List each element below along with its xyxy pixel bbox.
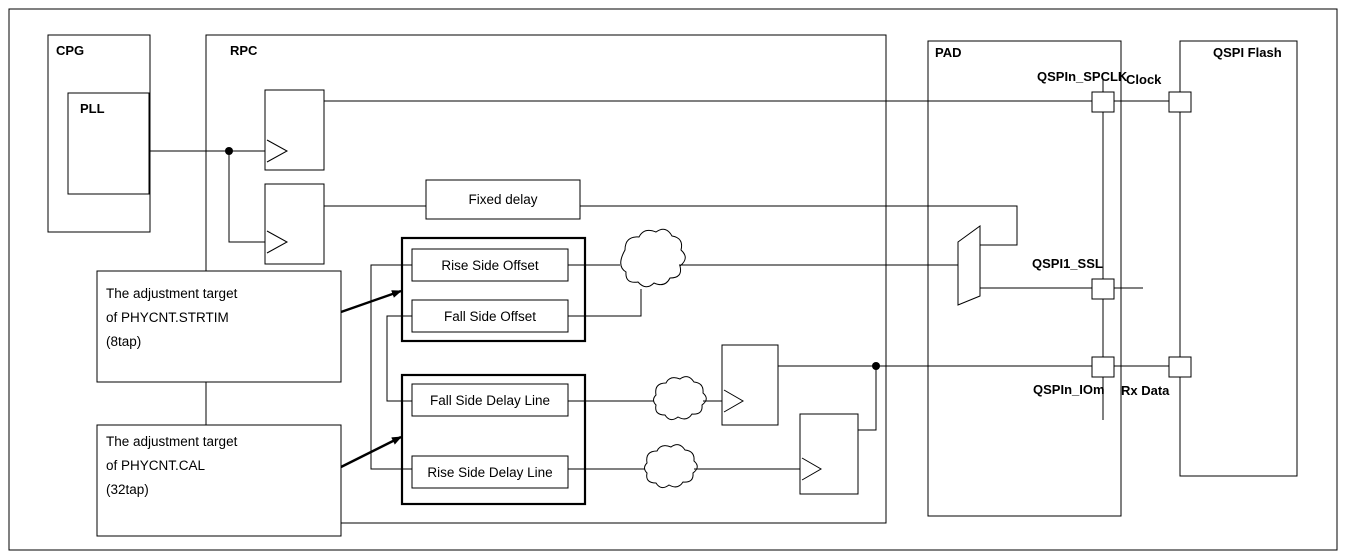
flipflop-fall-capture xyxy=(721,344,779,426)
outer-frame xyxy=(8,8,1338,551)
rise-side-offset-label: Rise Side Offset xyxy=(441,258,539,273)
fall-side-delay-line-label: Fall Side Delay Line xyxy=(430,393,550,408)
clock-label: Clock xyxy=(1126,72,1162,87)
clock-branch-wire xyxy=(228,151,267,243)
cpg-label: CPG xyxy=(56,43,84,58)
flipflop-ssl xyxy=(264,183,325,265)
rise-delay-cloud-icon xyxy=(644,444,698,489)
cal-note-line3: (32tap) xyxy=(106,482,149,497)
rpc-label: RPC xyxy=(230,43,258,58)
fixed-delay-output-wire xyxy=(580,205,1018,246)
strtim-note-line3: (8tap) xyxy=(106,334,141,349)
strtim-note-line2: of PHYCNT.STRTIM xyxy=(106,310,229,325)
flipflop-clock xyxy=(264,89,325,171)
mux-icon xyxy=(957,225,981,306)
cal-note-line2: of PHYCNT.CAL xyxy=(106,458,206,473)
fall-delay-cloud-icon xyxy=(653,376,707,421)
flash-pad-rxdata xyxy=(1168,356,1192,378)
rx-data-label: Rx Data xyxy=(1121,383,1170,398)
rise-side-delay-line-box xyxy=(411,455,569,489)
strtim-note-arrow xyxy=(340,289,402,314)
qspin-spclk-label: QSPIn_SPCLK xyxy=(1037,69,1128,84)
fall-side-offset-box xyxy=(411,299,569,333)
strtim-note-box xyxy=(96,270,342,383)
rx-to-rise-ff-wire xyxy=(858,366,877,431)
fixed-delay-label: Fixed delay xyxy=(468,192,537,207)
strtim-note-line1: The adjustment target xyxy=(106,286,238,301)
qspin-iom-label: QSPIn_IOm xyxy=(1033,382,1105,397)
cal-note-line1: The adjustment target xyxy=(106,434,238,449)
pad-label: PAD xyxy=(935,45,961,60)
flipflop-clock-triangle xyxy=(266,139,289,163)
pll-label: PLL xyxy=(80,101,105,116)
rise-side-delay-line-label: Rise Side Delay Line xyxy=(427,465,552,480)
fixed-delay-box xyxy=(425,179,581,220)
cal-note-box xyxy=(96,424,342,537)
flipflop-fall-capture-triangle xyxy=(723,389,744,413)
fall-side-delay-line-box xyxy=(411,383,569,417)
pad-square-spclk xyxy=(1091,91,1115,113)
qspi1-ssl-label: QSPI1_SSL xyxy=(1032,256,1103,271)
flipflop-ssl-triangle xyxy=(266,230,289,254)
rx-feed-rise-wire xyxy=(370,264,412,470)
flipflop-rise-capture xyxy=(799,413,859,495)
qspi-flash-label: QSPI Flash xyxy=(1213,45,1282,60)
flipflop-rise-capture-triangle xyxy=(801,457,822,481)
fall-side-offset-label: Fall Side Offset xyxy=(444,309,536,324)
flash-pad-clock xyxy=(1168,91,1192,113)
pll-block xyxy=(67,92,150,195)
qspi-flash-block xyxy=(1179,40,1298,477)
offset-cloud-icon xyxy=(620,228,686,288)
pad-square-iom xyxy=(1091,356,1115,378)
cal-note-arrow xyxy=(340,435,402,469)
pad-square-ssl xyxy=(1091,278,1115,300)
fall-offset-output-wire xyxy=(568,289,642,317)
rx-feed-fall-wire xyxy=(386,315,412,402)
